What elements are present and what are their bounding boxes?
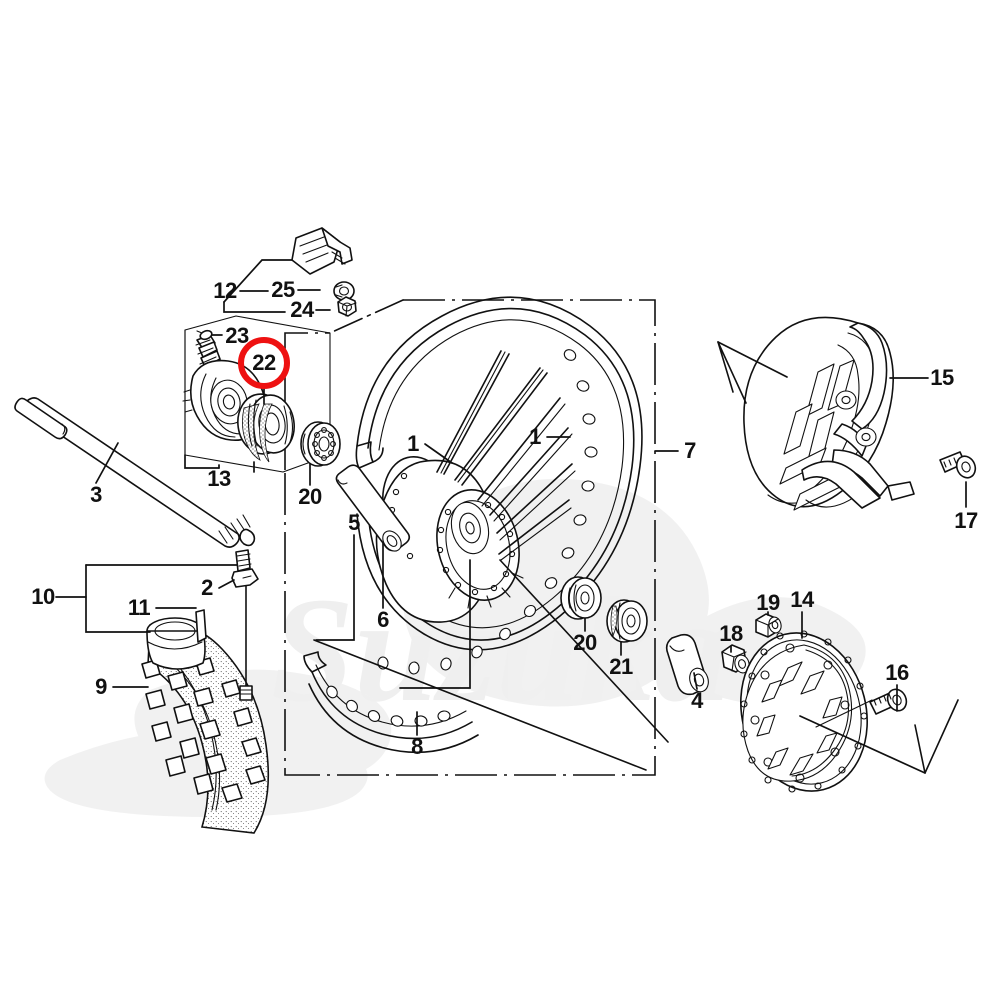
callout-label-21: 21 <box>609 654 633 679</box>
callout-label-18: 18 <box>719 621 743 646</box>
callout-label-22: 22 <box>252 350 276 375</box>
part-valve-stem <box>231 549 259 701</box>
callout-label-14: 14 <box>790 587 814 612</box>
callout-label-24: 24 <box>290 297 314 322</box>
part-nipple-25 <box>333 281 355 301</box>
callout-label-20b: 20 <box>573 630 597 655</box>
part-nut-24 <box>337 296 357 317</box>
part-rim-lock <box>291 227 353 275</box>
callout-label-25: 25 <box>271 277 295 302</box>
part-spokes <box>436 350 576 561</box>
part-retainer-screw <box>196 329 213 341</box>
callout-label-3: 3 <box>90 482 102 507</box>
part-lock-nut <box>721 644 750 674</box>
callout-label-10: 10 <box>31 584 55 609</box>
highlight-circle-22 <box>238 337 290 389</box>
callout-label-8: 8 <box>411 734 423 759</box>
callout-label-16: 16 <box>885 660 909 685</box>
callout-label-19: 19 <box>756 590 780 615</box>
callout-label-6: 6 <box>377 607 389 632</box>
part-brake-disc-guard <box>743 316 915 511</box>
callout-label-11: 11 <box>127 595 151 620</box>
callout-label-4: 4 <box>691 688 703 713</box>
callout-label-15: 15 <box>930 365 954 390</box>
callout-label-17: 17 <box>954 508 978 533</box>
part-axle-spacer <box>335 464 411 552</box>
callout-label-5: 5 <box>348 510 360 535</box>
callout-label-1b: 1 <box>529 424 541 449</box>
part-oil-seal <box>606 599 648 643</box>
part-guard-bolt <box>939 451 977 479</box>
callout-label-2: 2 <box>201 575 213 600</box>
callout-label-9: 9 <box>95 674 107 699</box>
callout-label-23: 23 <box>225 323 249 348</box>
callout-label-7: 7 <box>684 438 696 463</box>
part-front-axle <box>14 397 256 548</box>
callout-label-20a: 20 <box>298 484 322 509</box>
part-wheel-bearing-left <box>300 421 341 467</box>
part-collar-nut <box>755 613 782 638</box>
part-brake-disc <box>740 630 868 793</box>
part-wheel-bearing-right <box>560 576 602 620</box>
part-speedometer-drive-gear <box>237 393 295 463</box>
callout-label-1a: 1 <box>407 431 419 456</box>
part-disc-bolt <box>815 688 908 728</box>
callout-label-13: 13 <box>207 466 231 491</box>
part-wheel-rim-lower <box>303 651 479 754</box>
part-rim-band <box>146 609 207 670</box>
part-front-tire <box>141 622 270 834</box>
callout-label-12: 12 <box>213 278 237 303</box>
